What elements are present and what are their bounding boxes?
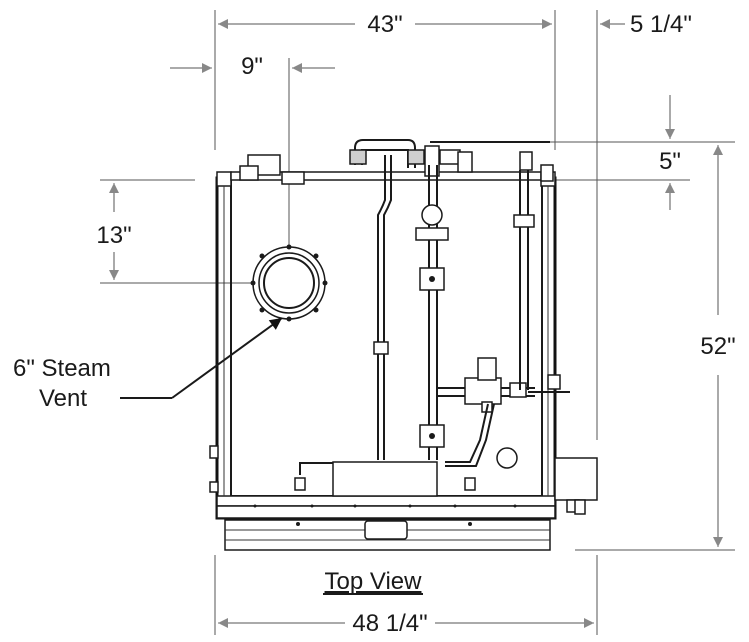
dimension-5-1-4-in: 5 1/4" — [600, 11, 692, 38]
dimension-43-in: 43" — [218, 11, 552, 38]
dim-13-text: 13" — [96, 222, 131, 249]
dim-5-text: 5" — [659, 148, 681, 175]
view-title: Top View — [325, 568, 423, 595]
side-box — [554, 457, 598, 515]
dim-43-text: 43" — [367, 11, 402, 38]
dim-5-1-4-text: 5 1/4" — [630, 11, 692, 38]
dim-9-text: 9" — [241, 53, 263, 80]
steam-vent-label-line1: 6" Steam — [13, 355, 111, 382]
dimension-52-in: 52" — [700, 145, 736, 547]
left-fittings — [209, 445, 219, 493]
steam-vent-callout: 6" Steam Vent — [13, 317, 283, 412]
steam-vent-label-line2: Vent — [39, 385, 87, 412]
dim-52-text: 52" — [700, 333, 735, 360]
dimension-13-in: 13" — [96, 183, 132, 280]
valve-train — [415, 165, 570, 469]
dimension-48-1-4-in: 48 1/4" — [218, 610, 594, 637]
center-piping — [294, 155, 476, 497]
top-piping — [239, 139, 554, 185]
dimension-9-in: 9" — [170, 53, 335, 80]
dimension-5-in: 5" — [659, 95, 681, 210]
dim-48-1-4-text: 48 1/4" — [352, 610, 427, 637]
steam-vent — [250, 244, 328, 322]
